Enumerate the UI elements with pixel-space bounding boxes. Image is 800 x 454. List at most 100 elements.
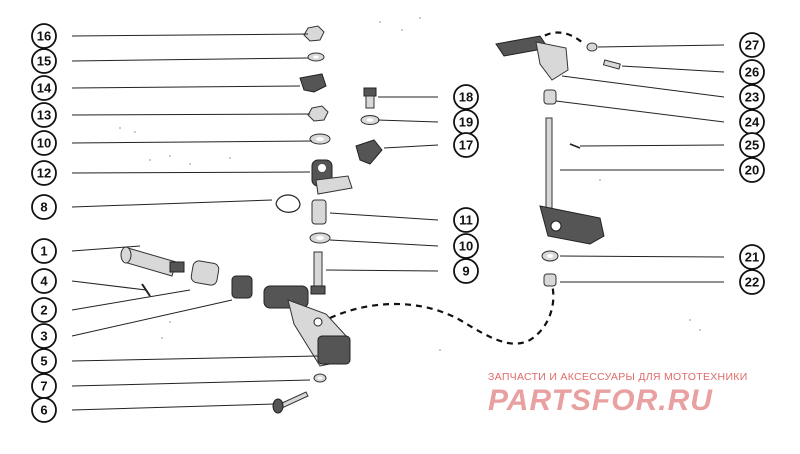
part-18-screw [363, 87, 377, 109]
callout-c10b: 10 [453, 233, 479, 259]
callout-circle [739, 132, 765, 158]
callout-number: 15 [37, 54, 51, 69]
callout-circle [31, 397, 57, 423]
part-17-clip [355, 139, 383, 165]
leader-line-c25 [579, 144, 725, 147]
callout-c14: 14 [31, 75, 57, 101]
leader-line-c8 [71, 199, 273, 208]
leader-line-c7 [71, 379, 311, 387]
callout-c7: 7 [31, 373, 57, 399]
callout-c27: 27 [739, 32, 765, 58]
background-speckle [119, 17, 701, 351]
callout-circle [453, 258, 479, 284]
leader-line-c21 [559, 255, 725, 258]
leader-line-c6 [71, 403, 275, 411]
callout-number: 2 [40, 303, 47, 318]
leader-line-c16 [71, 33, 309, 37]
leader-line-c13 [71, 113, 311, 116]
callout-c25: 25 [739, 132, 765, 158]
leader-line-c15 [71, 57, 309, 62]
callout-number: 14 [37, 81, 52, 96]
callout-number: 12 [37, 166, 51, 181]
callout-number: 8 [40, 200, 47, 215]
leader-line-c10a [71, 140, 313, 144]
leader-line-c24 [555, 100, 725, 123]
callout-circle [453, 233, 479, 259]
callout-number: 25 [745, 138, 759, 153]
part-2-sleeve [190, 260, 220, 286]
callout-circle [31, 238, 57, 264]
callout-c16: 16 [31, 23, 57, 49]
part-7-washer [313, 373, 327, 383]
callout-number: 10 [37, 136, 51, 151]
leader-lines [71, 33, 725, 411]
callout-number: 18 [459, 90, 473, 105]
callout-c11: 11 [453, 207, 479, 233]
leader-line-c26 [621, 65, 725, 73]
callout-circle [739, 32, 765, 58]
callout-labels: 1615141310128142357618191711109272623242… [31, 23, 765, 423]
callout-number: 21 [745, 250, 759, 265]
callout-circle [31, 75, 57, 101]
callout-circle [453, 132, 479, 158]
callout-circle [31, 102, 57, 128]
callout-number: 16 [37, 29, 51, 44]
callout-c4: 4 [31, 268, 57, 294]
part-6-bolt [272, 391, 309, 414]
callout-c10a: 10 [31, 130, 57, 156]
part-13-nut [307, 105, 329, 122]
callout-circle [31, 297, 57, 323]
callout-number: 9 [462, 264, 469, 279]
callout-c17: 17 [453, 132, 479, 158]
callout-c8: 8 [31, 194, 57, 220]
callout-number: 6 [40, 403, 47, 418]
callout-circle [31, 194, 57, 220]
callout-number: 3 [40, 329, 47, 344]
watermark-logo: PARTSFOR.RU [488, 384, 713, 417]
callout-circle [453, 207, 479, 233]
part-8-spring-clip [275, 194, 301, 213]
callout-c3: 3 [31, 323, 57, 349]
leader-line-c14 [71, 85, 301, 89]
leader-line-c23 [561, 75, 725, 98]
callout-circle [453, 84, 479, 110]
callout-c26: 26 [739, 59, 765, 85]
callout-c20: 20 [739, 157, 765, 183]
part-23-lever [495, 35, 569, 81]
callout-number: 11 [459, 213, 473, 228]
callout-circle [739, 84, 765, 110]
leader-line-c27 [597, 44, 725, 48]
part-19-washer [360, 115, 380, 125]
leader-line-c3 [71, 299, 233, 337]
callout-c22: 22 [739, 269, 765, 295]
callout-circle [739, 59, 765, 85]
callout-number: 22 [745, 275, 759, 290]
callout-number: 19 [459, 115, 473, 130]
callout-number: 1 [40, 244, 47, 259]
leader-line-c5 [71, 355, 319, 362]
callout-c9: 9 [453, 258, 479, 284]
callout-number: 23 [745, 90, 759, 105]
leader-line-c19 [377, 119, 439, 123]
part-20-shaft-with-lever [539, 117, 605, 245]
callout-c18: 18 [453, 84, 479, 110]
part-10b-washer [309, 232, 331, 244]
leader-line-c2 [71, 289, 191, 311]
part-11-bushing [311, 199, 327, 225]
callout-number: 24 [745, 115, 760, 130]
callout-c24: 24 [739, 109, 765, 135]
callout-c21: 21 [739, 244, 765, 270]
callout-number: 20 [745, 163, 759, 178]
callout-circle [31, 130, 57, 156]
callout-c15: 15 [31, 48, 57, 74]
callout-c13: 13 [31, 102, 57, 128]
leader-line-c11 [329, 212, 439, 221]
part-25-pin [569, 143, 581, 149]
part-1-pin [120, 246, 185, 277]
part-12-lever [311, 159, 353, 195]
callout-circle [31, 348, 57, 374]
callout-c19: 19 [453, 109, 479, 135]
watermark-tagline: ЗАПЧАСТИ И АКСЕССУАРЫ ДЛЯ МОТОТЕХНИКИ [488, 371, 748, 383]
callout-c23: 23 [739, 84, 765, 110]
